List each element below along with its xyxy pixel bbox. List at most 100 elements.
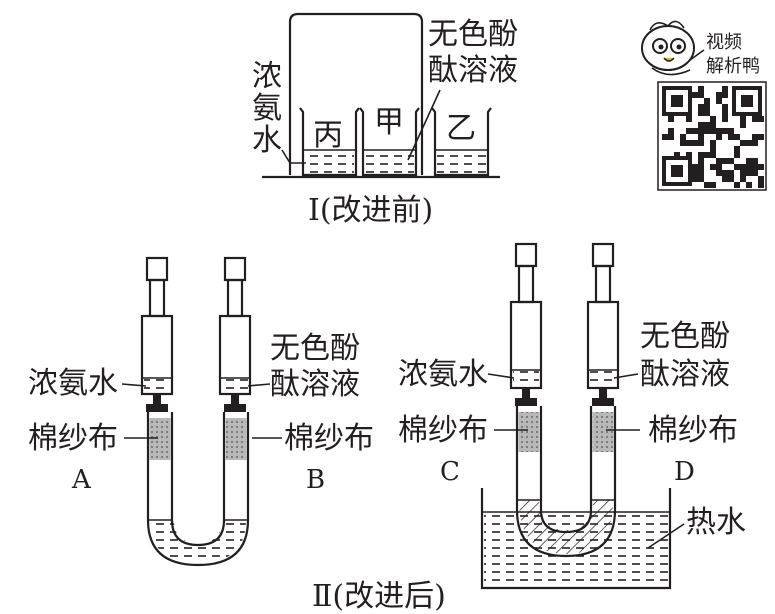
beaker-label-bing: 丙 [313, 118, 343, 153]
qr-module [722, 92, 728, 98]
qr-module [722, 128, 728, 134]
qr-module [752, 140, 758, 146]
label-cotton-c: 棉纱布 [398, 413, 488, 448]
caption-part2: Ⅱ(改进后) [312, 579, 446, 614]
bell-jar [288, 12, 424, 175]
qr-module [710, 128, 716, 134]
qr-module [752, 164, 758, 170]
qr-module [716, 170, 722, 176]
qr-module [704, 128, 710, 134]
label-indicator-left-line2: 酞溶液 [270, 367, 360, 402]
qr-module [716, 92, 722, 98]
qr-module [722, 104, 728, 110]
leader-indicator-b [247, 383, 271, 387]
qr-module [710, 182, 716, 188]
qr-module [758, 164, 764, 170]
qr-module [698, 170, 704, 176]
qr-module [716, 158, 722, 164]
qr-module [686, 116, 692, 122]
u-tube-liquid-cd [519, 500, 613, 554]
qr-module [746, 182, 752, 188]
letter-c: C [440, 457, 460, 487]
label-indicator-right-line1: 无色酚 [640, 319, 730, 354]
qr-module [728, 128, 734, 134]
qr-module [692, 170, 698, 176]
qr-module [752, 170, 758, 176]
qr-module [668, 116, 674, 122]
qr-module [758, 116, 764, 122]
label-hot-water: 热水 [686, 505, 746, 540]
qr-module [722, 176, 728, 182]
part1-setup: 浓氨水 无色酚 酞溶液 丙 甲 乙 Ⅰ(改进前) [252, 12, 518, 228]
qr-module [758, 176, 764, 182]
qr-module [728, 170, 734, 176]
cotton-a [149, 418, 171, 460]
qr-module [752, 134, 758, 140]
qr-module [722, 110, 728, 116]
u-tube-liquid-ab [150, 520, 246, 563]
qr-module [692, 140, 698, 146]
qr-module [740, 170, 746, 176]
beaker-label-yi: 乙 [446, 111, 476, 146]
label-cotton-a: 棉纱布 [28, 421, 118, 456]
qr-module [710, 152, 716, 158]
qr-module [704, 110, 710, 116]
label-cotton-d: 棉纱布 [648, 413, 738, 448]
qr-module [746, 158, 752, 164]
leader-ammonia-p1 [281, 149, 306, 164]
qr-module [686, 128, 692, 134]
leader-indicator-d [613, 373, 639, 379]
qr-module [740, 140, 746, 146]
beaker-bing [299, 107, 360, 177]
video-badge: 视频 解析鸭 [641, 20, 767, 191]
label-indicator-p1-line1: 无色酚 [428, 17, 518, 52]
qr-module [686, 140, 692, 146]
label-ammonia-right: 浓氨水 [398, 357, 488, 392]
label-ammonia-left: 浓氨水 [28, 366, 118, 401]
cotton-c [518, 412, 540, 452]
qr-module [692, 164, 698, 170]
syringe-d [586, 242, 620, 406]
qr-module [722, 158, 728, 164]
qr-module [692, 176, 698, 182]
qr-module [680, 134, 686, 140]
qr-module [740, 122, 746, 128]
label-indicator-left-line1: 无色酚 [270, 331, 360, 366]
qr-code-icon [657, 81, 767, 191]
qr-module [698, 92, 704, 98]
qr-module [704, 104, 710, 110]
qr-module [728, 158, 734, 164]
qr-module [710, 146, 716, 152]
qr-module [734, 182, 740, 188]
qr-module [716, 128, 722, 134]
leader-ammonia-a [121, 383, 147, 387]
cotton-b [225, 418, 247, 460]
qr-module [668, 128, 674, 134]
qr-module [698, 152, 704, 158]
label-ammonia-p1: 浓氨水 [252, 59, 282, 158]
leader-hot-water [647, 523, 685, 549]
qr-module [698, 176, 704, 182]
cotton-d [592, 412, 614, 452]
leader-ammonia-c [487, 373, 515, 379]
qr-module [716, 98, 722, 104]
qr-module [704, 182, 710, 188]
caption-part1: Ⅰ(改进前) [308, 193, 433, 228]
duck-mascot-icon [641, 20, 705, 76]
qr-module [698, 122, 704, 128]
qr-module [752, 158, 758, 164]
qr-module [740, 164, 746, 170]
part2-left-setup: 浓氨水 无色酚 酞溶液 棉纱布 棉纱布 A B [28, 256, 374, 567]
qr-module [698, 158, 704, 164]
qr-module [698, 140, 704, 146]
syringe-b [218, 256, 252, 412]
qr-module [692, 92, 698, 98]
letter-b: B [306, 465, 325, 495]
qr-module [704, 152, 710, 158]
qr-module [740, 116, 746, 122]
qr-module [698, 104, 704, 110]
qr-module [704, 98, 710, 104]
qr-module [710, 122, 716, 128]
